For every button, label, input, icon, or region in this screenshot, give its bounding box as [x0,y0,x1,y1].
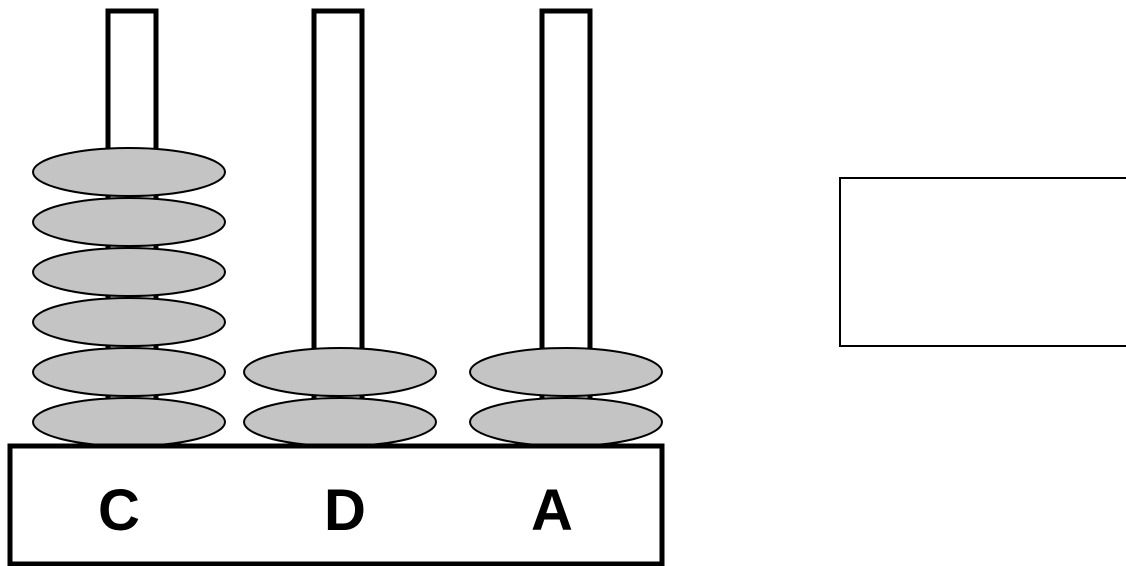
bead-c-4 [32,247,226,297]
bead-stack-d [243,347,437,447]
abacus-base [7,443,665,566]
bead-c-6 [32,147,226,197]
answer-box[interactable] [839,177,1126,347]
bead-stack-c [32,147,226,447]
rod-label-d: D [324,478,366,543]
bead-stack-a [469,347,663,447]
rod-group-d [243,8,437,449]
bead-a-1 [469,397,663,447]
bead-d-1 [243,397,437,447]
rod-group-c [32,8,226,449]
bead-c-2 [32,347,226,397]
rod-label-c: C [98,478,140,543]
bead-a-2 [469,347,663,397]
bead-c-1 [32,397,226,447]
rod-group-a [469,8,663,449]
bead-d-2 [243,347,437,397]
rod-label-a: A [531,478,573,543]
bead-c-3 [32,297,226,347]
bead-c-5 [32,197,226,247]
